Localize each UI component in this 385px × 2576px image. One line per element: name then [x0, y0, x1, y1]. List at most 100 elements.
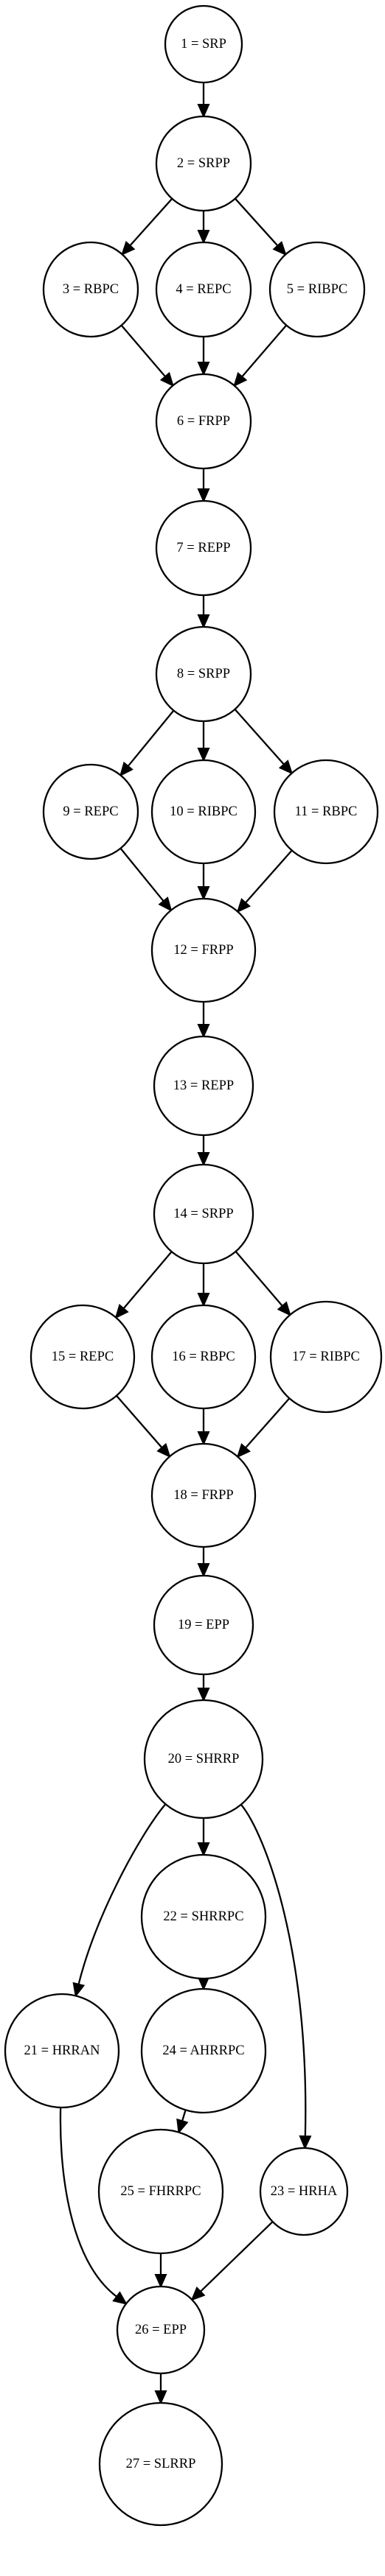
edge-26-27 [154, 2373, 167, 2405]
arrowhead [119, 761, 133, 777]
node-circle [143, 1699, 264, 1819]
node-label: 21 = HRRAN [24, 2043, 100, 2058]
edge-5-6 [233, 324, 288, 387]
node-20: 20 = SHRRP [143, 1699, 264, 1819]
arrowhead [197, 1563, 210, 1578]
edge-line [234, 197, 279, 247]
node-10: 10 = RIBPC [150, 759, 257, 865]
node-27: 27 = SLRRP [98, 2401, 223, 2527]
node-label: 7 = REPP [176, 541, 230, 555]
node-8: 8 = SRPP [155, 625, 252, 723]
edge-line [122, 1251, 173, 1310]
node-label: 4 = REPC [176, 282, 231, 297]
arrowhead [197, 886, 210, 901]
edge-line [241, 324, 288, 378]
arrowhead [278, 759, 294, 775]
node-label: 16 = RBPC [172, 1350, 235, 1364]
node-label: 11 = RBPC [295, 804, 358, 819]
edge-14-16 [197, 1263, 210, 1308]
node-label: 13 = REPP [173, 1078, 234, 1093]
edge-17-18 [236, 1397, 291, 1459]
arrowhead [197, 1293, 210, 1308]
node-4: 4 = REPC [155, 241, 252, 338]
node-18: 18 = FRPP [150, 1442, 257, 1548]
edge-line [77, 1803, 167, 1985]
node-circle [150, 897, 257, 1003]
arrowhead [197, 362, 210, 376]
node-17: 17 = RIBPC [269, 1300, 383, 1414]
edge-20-21 [72, 1803, 167, 1998]
edge-13-14 [197, 1135, 210, 1167]
node-circle [150, 759, 257, 865]
node-3: 3 = RBPC [42, 241, 139, 338]
node-7: 7 = REPP [155, 499, 252, 597]
node-circle [30, 1304, 136, 1410]
arrowhead [197, 1431, 210, 1446]
arrowhead [154, 2274, 167, 2289]
arrowhead [197, 230, 210, 245]
edge-23-26 [190, 2221, 274, 2301]
arrowhead [158, 896, 173, 912]
node-label: 27 = SLRRP [126, 2457, 196, 2471]
arrowhead [114, 1304, 129, 1319]
node-circle [97, 2128, 224, 2255]
node-label: 9 = REPC [63, 804, 118, 819]
arrowhead [176, 2118, 189, 2135]
node-24: 24 = AHRRPC [140, 1987, 267, 2114]
edge-1-2 [197, 83, 210, 119]
node-circle [140, 1853, 267, 1980]
arrowhead [197, 614, 210, 629]
arrowhead [277, 1301, 291, 1316]
arrowhead [197, 1842, 210, 1857]
edge-7-8 [197, 595, 210, 629]
edge-12-13 [197, 1002, 210, 1039]
edge-line [129, 197, 173, 247]
node-circle [155, 373, 252, 470]
edge-line [240, 1804, 307, 2137]
node-15: 15 = REPC [30, 1304, 136, 1410]
edge-line [245, 849, 293, 904]
node-circle [4, 1993, 120, 2109]
edge-2-4 [197, 211, 210, 245]
edges-layer [59, 83, 312, 2405]
node-circle [153, 1035, 254, 1137]
node-19: 19 = EPP [153, 1574, 254, 1676]
node-circle [150, 1442, 257, 1548]
node-circle [153, 1574, 254, 1676]
edge-line [235, 1251, 283, 1307]
node-label: 23 = HRHA [271, 2184, 338, 2199]
arrowhead [159, 371, 175, 387]
node-label: 3 = RBPC [63, 282, 119, 297]
edge-2-5 [234, 197, 287, 256]
node-label: 14 = SRPP [173, 1207, 233, 1221]
arrowhead [190, 2286, 206, 2301]
node-16: 16 = RBPC [150, 1304, 257, 1410]
edge-2-3 [121, 197, 173, 256]
node-circle [259, 2147, 349, 2236]
node-label: 10 = RIBPC [170, 804, 237, 819]
arrowhead [197, 748, 210, 762]
node-label: 19 = EPP [178, 1618, 229, 1632]
edge-18-19 [197, 1547, 210, 1578]
node-21: 21 = HRRAN [4, 1993, 120, 2109]
arrowhead [197, 488, 210, 503]
arrowhead [197, 1024, 210, 1039]
edge-4-6 [197, 337, 210, 376]
node-1: 1 = SRP [164, 4, 243, 84]
node-12: 12 = FRPP [150, 897, 257, 1003]
node-circle [273, 759, 379, 865]
edge-10-12 [197, 863, 210, 901]
edge-21-26 [59, 2107, 128, 2305]
node-circle [140, 1987, 267, 2114]
node-circle [155, 499, 252, 597]
node-circle [155, 115, 252, 212]
edge-line [234, 709, 285, 765]
node-label: 25 = FHRRPC [120, 2184, 201, 2199]
arrowhead [197, 1152, 210, 1167]
edge-line [127, 709, 175, 767]
arrowhead [236, 1443, 251, 1459]
node-13: 13 = REPP [153, 1035, 254, 1137]
node-25: 25 = FHRRPC [97, 2128, 224, 2255]
node-circle [116, 2285, 206, 2375]
arrowhead [154, 2390, 167, 2405]
